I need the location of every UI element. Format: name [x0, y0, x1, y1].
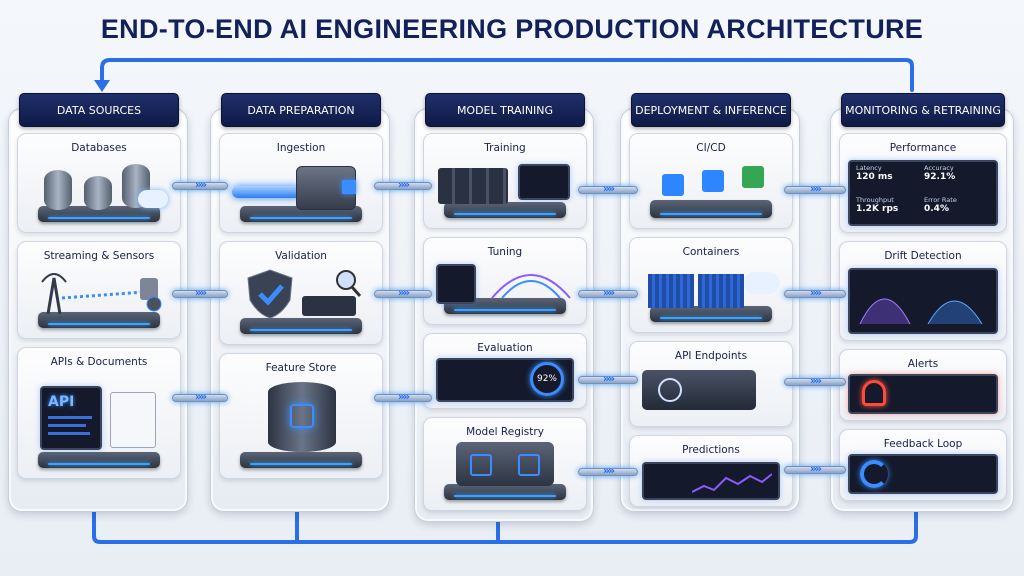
connector-registry-predictions — [578, 468, 638, 476]
api-screen-label: API — [48, 394, 75, 410]
prediction-chart-icon — [642, 462, 780, 500]
card-evaluation[interactable]: Evaluation 92% — [423, 333, 587, 409]
connector-ingestion-training — [374, 182, 432, 190]
card-model-registry[interactable]: Model Registry — [423, 417, 587, 511]
connector-apis-feature-store — [172, 394, 228, 402]
antenna-sensor-icon — [30, 270, 168, 328]
alert-bell-icon — [848, 374, 998, 414]
api-document-icon: API — [30, 376, 168, 468]
metric-latency-value: 120 ms — [856, 172, 893, 182]
ingestion-pipe-icon — [232, 162, 370, 222]
card-containers[interactable]: Containers — [629, 237, 793, 333]
card-drift-detection[interactable]: Drift Detection — [839, 241, 1007, 341]
column-data-preparation: DATA PREPARATION Ingestion Validation Fe… — [210, 93, 390, 512]
connector-cicd-performance — [784, 186, 846, 194]
feedback-loop-icon — [848, 454, 998, 494]
connector-endpoints-alerts — [784, 378, 846, 386]
column-deployment-inference: DEPLOYMENT & INFERENCE CI/CD Containers … — [620, 93, 800, 512]
shield-check-icon — [232, 269, 370, 334]
connector-databases-ingestion — [172, 182, 228, 190]
connector-streaming-validation — [172, 290, 228, 298]
card-training[interactable]: Training — [423, 133, 587, 229]
lock-registry-icon — [436, 442, 574, 500]
column-monitoring-retraining: MONITORING & RETRAINING Performance Late… — [830, 93, 1014, 512]
card-ingestion[interactable]: Ingestion — [219, 133, 383, 233]
card-predictions[interactable]: Predictions — [629, 435, 793, 507]
connector-feature-store-evaluation — [374, 394, 432, 402]
feature-store-cylinder-icon — [232, 382, 370, 468]
connector-evaluation-api-endpoints — [578, 376, 638, 384]
database-stack-icon — [30, 162, 168, 222]
metric-accuracy-label: Accuracy — [924, 164, 954, 172]
card-apis-documents[interactable]: APIs & Documents API — [17, 347, 181, 479]
card-validation[interactable]: Validation — [219, 241, 383, 345]
column-header-monitoring-retraining: MONITORING & RETRAINING — [841, 93, 1005, 127]
card-feedback-loop[interactable]: Feedback Loop — [839, 429, 1007, 501]
container-cloud-icon — [642, 266, 780, 322]
card-feature-store[interactable]: Feature Store — [219, 353, 383, 479]
connector-validation-tuning — [374, 290, 432, 298]
metric-error-rate-label: Error Rate — [924, 196, 957, 204]
conveyor-pipeline-icon — [642, 162, 780, 218]
card-streaming-sensors[interactable]: Streaming & Sensors — [17, 241, 181, 339]
evaluation-chart-icon: 92% — [436, 358, 574, 402]
column-header-model-training: MODEL TRAINING — [425, 93, 585, 127]
metric-error-rate-value: 0.4% — [924, 204, 949, 214]
column-data-sources: DATA SOURCES Databases Streaming & Senso… — [8, 93, 188, 512]
drift-scatter-icon — [848, 268, 998, 334]
card-databases[interactable]: Databases — [17, 133, 181, 233]
column-header-data-preparation: DATA PREPARATION — [221, 93, 381, 127]
evaluation-gauge-value: 92% — [536, 374, 557, 384]
column-model-training: MODEL TRAINING Training Tuning Evaluatio… — [414, 93, 594, 522]
connector-containers-drift — [784, 290, 846, 298]
connector-training-cicd — [578, 186, 638, 194]
globe-endpoint-icon — [642, 370, 780, 416]
slider-tuning-icon — [436, 264, 574, 314]
diagram-title: END-TO-END AI ENGINEERING PRODUCTION ARC… — [100, 14, 924, 44]
card-alerts[interactable]: Alerts — [839, 349, 1007, 421]
connector-predictions-feedback — [784, 466, 846, 474]
metric-throughput-label: Throughput — [856, 196, 894, 204]
column-header-deployment-inference: DEPLOYMENT & INFERENCE — [631, 93, 791, 127]
metric-accuracy-value: 92.1% — [924, 172, 956, 182]
card-api-endpoints[interactable]: API Endpoints — [629, 341, 793, 427]
card-tuning[interactable]: Tuning — [423, 237, 587, 325]
gpu-cluster-icon — [436, 162, 574, 218]
card-ci-cd[interactable]: CI/CD — [629, 133, 793, 229]
metric-throughput-value: 1.2K rps — [856, 204, 899, 214]
metric-latency-label: Latency — [856, 164, 882, 172]
column-header-data-sources: DATA SOURCES — [19, 93, 179, 127]
connector-tuning-containers — [578, 290, 638, 298]
